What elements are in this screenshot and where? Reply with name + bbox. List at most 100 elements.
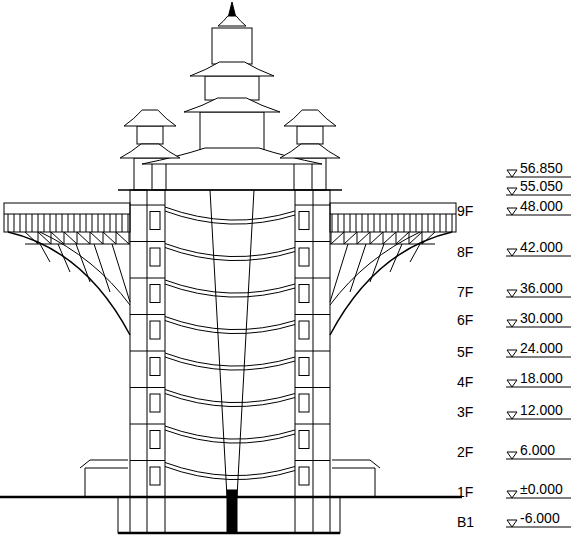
pagoda-body [205, 76, 259, 100]
level-line [506, 357, 571, 358]
truss-member [116, 232, 117, 244]
ramp-edge [165, 280, 295, 293]
level-triangle [507, 170, 517, 177]
pagoda-body [212, 28, 252, 64]
baluster [26, 214, 27, 232]
window [299, 212, 309, 230]
floor-label: 4F [457, 375, 473, 389]
elevation-label: 42.000 [520, 240, 563, 254]
truss-member [51, 232, 52, 244]
level-triangle [507, 320, 517, 327]
floor-slab [295, 351, 330, 352]
left-half [4, 126, 166, 533]
level-line [506, 256, 571, 257]
truss-member [38, 232, 39, 244]
window [299, 431, 309, 449]
window [299, 248, 309, 266]
pagoda-roof [190, 62, 274, 76]
pagoda-body [200, 112, 264, 150]
truss-member [112, 244, 130, 302]
window [299, 467, 309, 485]
elevation-label: 30.000 [520, 311, 563, 325]
truss-member [25, 232, 38, 244]
truss-member [90, 232, 103, 244]
level-line [506, 177, 571, 178]
pagoda-roof [184, 98, 280, 112]
railing [4, 214, 130, 215]
floor-slab [130, 241, 165, 242]
pagoda-roof [218, 16, 246, 26]
truss-chord [40, 232, 130, 305]
baluster [86, 214, 87, 232]
level-line [506, 498, 571, 499]
level-line [506, 419, 571, 420]
floor-slab [130, 278, 165, 279]
floor-slab [130, 497, 165, 498]
spiral-ramp [165, 207, 295, 480]
floor-label: B1 [457, 515, 474, 529]
ramp-edge [165, 430, 295, 443]
elevation-label: 55.050 [520, 179, 563, 193]
elevation-label: 18.000 [520, 371, 563, 385]
ramp-edge [165, 390, 295, 403]
window [150, 358, 160, 376]
elevation-label: 24.000 [520, 341, 563, 355]
window [299, 321, 309, 339]
truss-member [64, 232, 65, 244]
ramp-edge [165, 244, 295, 257]
truss-member [64, 232, 77, 244]
funnel-line [237, 190, 254, 497]
truss-chord [8, 232, 130, 335]
truss-member [38, 232, 51, 244]
roofs [120, 16, 340, 164]
floor-slab [130, 460, 165, 461]
baluster [14, 214, 15, 232]
floor-label: 3F [457, 405, 473, 419]
truss-member [116, 232, 129, 244]
baluster [80, 214, 81, 232]
floor-slab [295, 205, 330, 206]
baluster [122, 214, 123, 232]
elevation-label: 48.000 [520, 199, 563, 213]
floor-slab [295, 314, 330, 315]
level-triangle [507, 208, 517, 215]
floor-label: 7F [457, 285, 473, 299]
balusters [8, 214, 128, 232]
ramp-edge [165, 284, 295, 297]
window [150, 212, 160, 230]
floor-slab [295, 387, 330, 388]
truss-member [90, 232, 91, 244]
truss-member [51, 232, 64, 244]
level-triangle [507, 452, 517, 459]
ramp-edge [165, 317, 295, 330]
baluster [104, 214, 105, 232]
floor-slab [295, 424, 330, 425]
baluster [110, 214, 111, 232]
floor-label: 8F [457, 245, 473, 259]
floor-label: 1F [457, 485, 473, 499]
pagoda-roof [280, 144, 340, 158]
ramp-edge [165, 248, 295, 261]
baluster [74, 214, 75, 232]
floor-slab [130, 424, 165, 425]
window [299, 394, 309, 412]
level-triangle [507, 350, 517, 357]
level-triangle [507, 249, 517, 256]
window [150, 394, 160, 412]
level-markers [506, 170, 571, 527]
viewing-platform [4, 203, 130, 232]
level-line [506, 459, 571, 460]
baluster [56, 214, 57, 232]
baluster [62, 214, 63, 232]
truss-member [77, 232, 78, 244]
level-line [506, 297, 571, 298]
elevation-label: ±0.000 [520, 482, 563, 496]
ramp-edge [165, 463, 295, 476]
ramp-edge [165, 353, 295, 366]
baluster [8, 214, 9, 232]
truss-member [58, 244, 70, 272]
elevation-label: 12.000 [520, 403, 563, 417]
floor-slab [130, 205, 165, 206]
